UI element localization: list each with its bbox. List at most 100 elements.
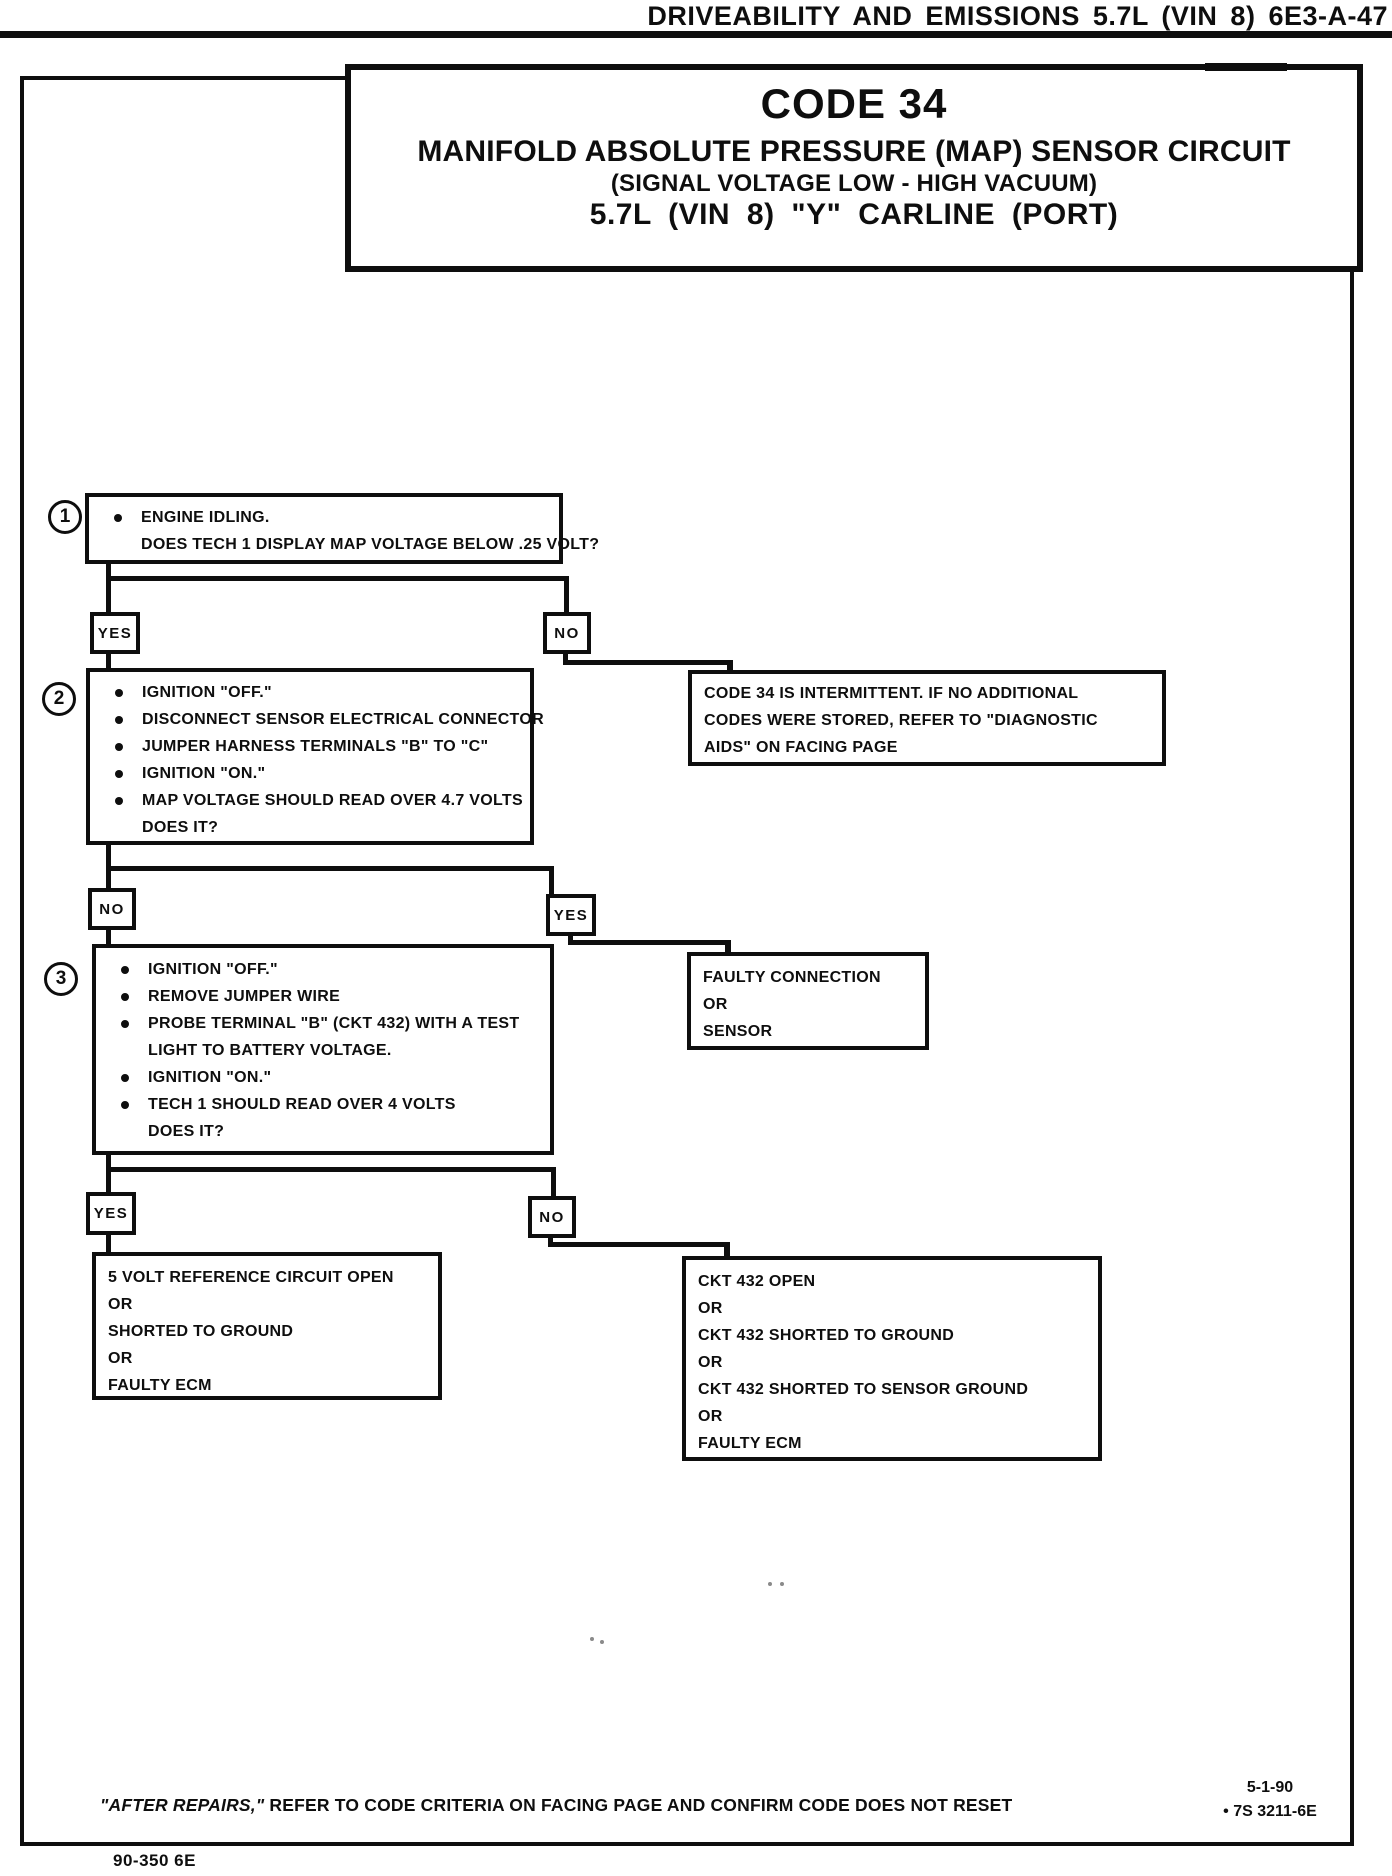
outcome-ref-circuit-line: OR bbox=[108, 1350, 133, 1367]
connector bbox=[106, 576, 569, 581]
branch3-no-box: NO bbox=[528, 1196, 576, 1238]
connector bbox=[106, 1153, 111, 1171]
connector bbox=[548, 1236, 553, 1247]
outcome-ref-circuit-line: FAULTY ECM bbox=[108, 1377, 212, 1394]
connector bbox=[551, 1170, 556, 1200]
step-2-line: DISCONNECT SENSOR ELECTRICAL CONNECTOR bbox=[115, 706, 544, 733]
connector bbox=[724, 1242, 730, 1258]
connector bbox=[106, 562, 111, 578]
step-2-question: DOES IT? bbox=[142, 819, 219, 836]
step-1-number: 1 bbox=[48, 500, 82, 534]
branch1-yes-box: YES bbox=[90, 612, 140, 654]
connector bbox=[106, 652, 111, 672]
branch2-no-label: NO bbox=[99, 900, 125, 918]
outcome-faulty-sensor-line: OR bbox=[703, 996, 728, 1013]
outcome-ref-circuit-line: 5 VOLT REFERENCE CIRCUIT OPEN bbox=[108, 1269, 394, 1286]
scan-artifact bbox=[1205, 63, 1287, 71]
footer-page-code: 90-350 6E bbox=[113, 1851, 196, 1870]
step-1-question: DOES TECH 1 DISPLAY MAP VOLTAGE BELOW .2… bbox=[141, 536, 600, 553]
connector bbox=[563, 652, 568, 664]
branch3-yes-label: YES bbox=[93, 1205, 129, 1222]
footer-doc-ref: • 7S 3211-6E bbox=[1223, 1803, 1317, 1820]
connector bbox=[548, 1242, 730, 1247]
outcome-ref-circuit-line: OR bbox=[108, 1296, 133, 1313]
connector bbox=[563, 660, 733, 665]
step-3-question: DOES IT? bbox=[148, 1123, 225, 1140]
branch3-yes-box: YES bbox=[86, 1192, 136, 1235]
step-1-box: ENGINE IDLING. DOES TECH 1 DISPLAY MAP V… bbox=[85, 493, 600, 564]
outcome-ckt432-line: OR bbox=[698, 1300, 723, 1317]
outcome-ckt432-line: CKT 432 SHORTED TO SENSOR GROUND bbox=[698, 1381, 1029, 1398]
outcome-faulty-sensor-line: FAULTY CONNECTION bbox=[703, 969, 881, 986]
step-3-box: IGNITION "OFF." REMOVE JUMPER WIRE PROBE… bbox=[92, 944, 554, 1155]
outcome-ckt432-line: CKT 432 OPEN bbox=[698, 1273, 816, 1290]
footer-note-text: REFER TO CODE CRITERIA ON FACING PAGE AN… bbox=[264, 1795, 1013, 1815]
page-header-title: DRIVEABILITY AND EMISSIONS 5.7L (VIN 8) … bbox=[647, 1, 1388, 31]
outcome-intermittent-line: CODE 34 IS INTERMITTENT. IF NO ADDITIONA… bbox=[704, 685, 1079, 702]
step-2-line: IGNITION "ON." bbox=[115, 760, 522, 787]
outcome-ckt432-line: CKT 432 SHORTED TO GROUND bbox=[698, 1327, 955, 1344]
step-1-line: ENGINE IDLING. bbox=[114, 504, 551, 531]
branch3-no-label: NO bbox=[539, 1208, 565, 1226]
step-2-line: MAP VOLTAGE SHOULD READ OVER 4.7 VOLTS bbox=[115, 787, 523, 814]
outcome-ckt432-line: OR bbox=[698, 1408, 723, 1425]
outcome-intermittent-line: CODES WERE STORED, REFER TO "DIAGNOSTIC bbox=[704, 712, 1098, 729]
step-3-line: PROBE TERMINAL "B" (CKT 432) WITH A TEST bbox=[121, 1010, 542, 1037]
connector bbox=[568, 940, 731, 945]
scan-artifact bbox=[590, 1637, 594, 1641]
step-3-line: LIGHT TO BATTERY VOLTAGE. bbox=[148, 1042, 392, 1059]
title-subtitle-1: MANIFOLD ABSOLUTE PRESSURE (MAP) SENSOR … bbox=[417, 135, 1291, 168]
outcome-ref-circuit-line: SHORTED TO GROUND bbox=[108, 1323, 294, 1340]
footer-after-repairs: "AFTER REPAIRS," bbox=[100, 1795, 265, 1815]
step-2-line: JUMPER HARNESS TERMINALS "B" TO "C" bbox=[115, 733, 522, 760]
footer-note: "AFTER REPAIRS," REFER TO CODE CRITERIA … bbox=[100, 1795, 1012, 1816]
title-box: CODE 34 MANIFOLD ABSOLUTE PRESSURE (MAP)… bbox=[345, 64, 1363, 272]
outcome-faulty-sensor-box: FAULTY CONNECTION OR SENSOR bbox=[687, 952, 929, 1050]
outcome-ckt432-line: FAULTY ECM bbox=[698, 1435, 802, 1452]
code-title: CODE 34 bbox=[760, 80, 948, 127]
scan-artifact bbox=[600, 1640, 604, 1644]
branch1-no-box: NO bbox=[543, 612, 591, 654]
title-subtitle-2: (SIGNAL VOLTAGE LOW - HIGH VACUUM) bbox=[610, 170, 1098, 197]
step-3-line: IGNITION "ON." bbox=[121, 1064, 542, 1091]
outcome-ckt432-line: OR bbox=[698, 1354, 723, 1371]
step-2-line: IGNITION "OFF." bbox=[115, 679, 522, 706]
outcome-ckt432-box: CKT 432 OPEN OR CKT 432 SHORTED TO GROUN… bbox=[682, 1256, 1102, 1461]
connector bbox=[106, 579, 111, 614]
scan-artifact bbox=[780, 1582, 784, 1586]
step-3-number: 3 bbox=[44, 962, 78, 996]
connector bbox=[725, 940, 731, 956]
connector bbox=[106, 1170, 111, 1196]
connector bbox=[564, 579, 569, 614]
footer-date: 5-1-90 bbox=[1246, 1779, 1294, 1796]
outcome-faulty-sensor-line: SENSOR bbox=[703, 1023, 773, 1040]
branch2-yes-label: YES bbox=[553, 906, 589, 924]
title-subtitle-3: 5.7L (VIN 8) "Y" CARLINE (PORT) bbox=[589, 198, 1119, 231]
connector bbox=[549, 869, 554, 897]
branch1-no-label: NO bbox=[554, 624, 580, 642]
branch1-yes-label: YES bbox=[97, 624, 133, 642]
header-rule bbox=[0, 31, 1392, 38]
outcome-intermittent-line: AIDS" ON FACING PAGE bbox=[704, 739, 898, 756]
branch2-no-box: NO bbox=[88, 888, 136, 930]
connector bbox=[106, 1233, 111, 1255]
connector bbox=[106, 866, 554, 871]
step-3-line: TECH 1 SHOULD READ OVER 4 VOLTS bbox=[121, 1091, 542, 1118]
connector bbox=[106, 869, 111, 891]
step-3-line: IGNITION "OFF." bbox=[121, 956, 542, 983]
connector bbox=[106, 1167, 556, 1172]
footer-revision-block: 5-1-90 • 7S 3211-6E bbox=[1190, 1776, 1350, 1824]
step-1-number-label: 1 bbox=[59, 506, 71, 527]
connector bbox=[106, 928, 111, 948]
connector bbox=[106, 843, 111, 870]
outcome-ref-circuit-box: 5 VOLT REFERENCE CIRCUIT OPEN OR SHORTED… bbox=[92, 1252, 442, 1400]
connector bbox=[727, 660, 733, 674]
connector bbox=[568, 934, 573, 945]
step-2-number: 2 bbox=[42, 682, 76, 716]
step-2-box: IGNITION "OFF." DISCONNECT SENSOR ELECTR… bbox=[86, 668, 544, 845]
scan-artifact bbox=[768, 1582, 772, 1586]
step-2-number-label: 2 bbox=[53, 688, 65, 709]
step-3-number-label: 3 bbox=[55, 968, 67, 989]
step-3-line: REMOVE JUMPER WIRE bbox=[121, 983, 542, 1010]
branch2-yes-box: YES bbox=[546, 894, 596, 936]
